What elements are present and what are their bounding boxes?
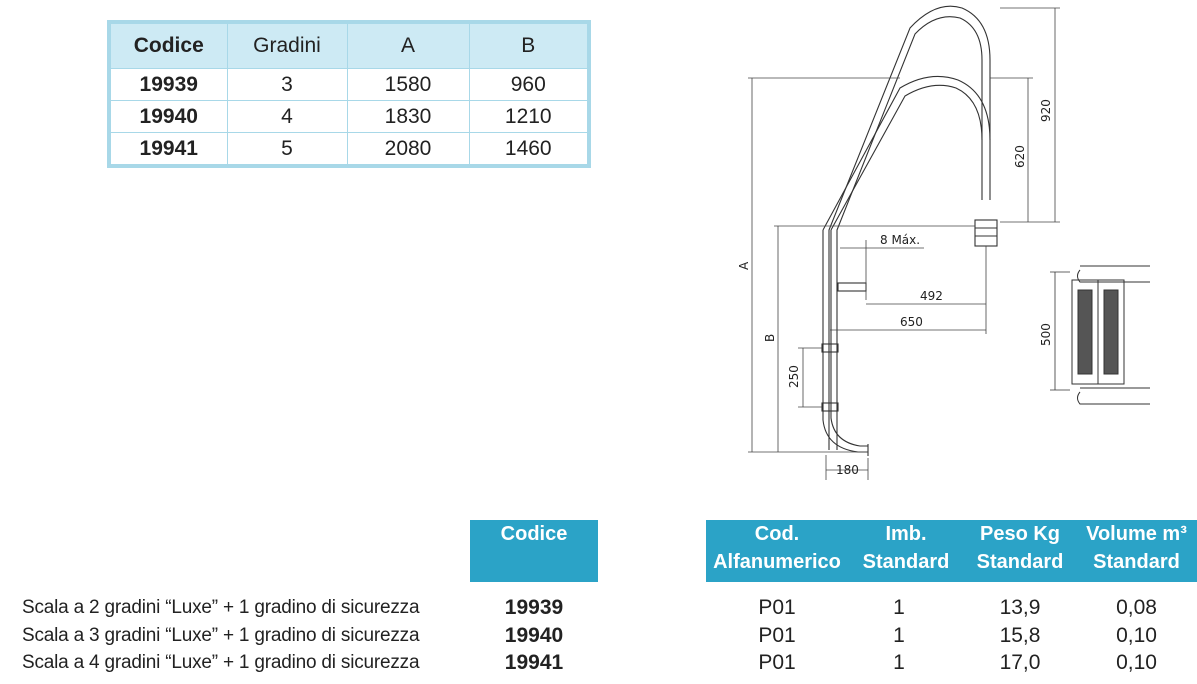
header-codice-text: Codice bbox=[500, 523, 568, 545]
dim-label-650: 650 bbox=[900, 315, 923, 329]
dimension-table-header: Codice Gradini A B bbox=[108, 21, 590, 69]
dim-label-500: 500 bbox=[1039, 323, 1053, 346]
header-imb-standard: Imb. Standard bbox=[848, 520, 964, 582]
row-volume: 0,08 bbox=[1116, 596, 1157, 619]
row-alfa: P01 bbox=[758, 624, 796, 647]
cell-a: 2080 bbox=[346, 132, 470, 167]
outer-handrail-inner-line bbox=[836, 16, 983, 450]
dim-label-620: 620 bbox=[1013, 145, 1027, 168]
row-peso: 13,9 bbox=[999, 596, 1041, 619]
step-detail-drawing bbox=[1050, 265, 1150, 405]
cell-b: 960 bbox=[468, 68, 590, 101]
step-bottom bbox=[821, 402, 839, 412]
cell-a: 1580 bbox=[346, 68, 470, 101]
ladder-technical-drawing: 920 620 8 Máx. A B 492 650 250 180 500 bbox=[737, 5, 1150, 480]
row-volume: 0,10 bbox=[1116, 624, 1157, 647]
row-alfa: P01 bbox=[758, 651, 796, 674]
cell-gradini: 3 bbox=[226, 68, 348, 101]
inner-handrail-line bbox=[822, 75, 991, 231]
dim-label-250: 250 bbox=[787, 365, 801, 388]
table-row: 19941 5 2080 1460 bbox=[108, 132, 590, 167]
cell-b: 1460 bbox=[468, 132, 590, 167]
anchor-flange bbox=[974, 219, 998, 247]
row-description: Scala a 2 gradini “Luxe” + 1 gradino di … bbox=[22, 597, 420, 618]
row-code: 19940 bbox=[504, 624, 564, 647]
header-volume-standard: Volume m³ Standard bbox=[1076, 520, 1197, 582]
row-description: Scala a 4 gradini “Luxe” + 1 gradino di … bbox=[22, 652, 420, 673]
dim-label-492: 492 bbox=[920, 289, 943, 303]
row-volume: 0,10 bbox=[1116, 651, 1157, 674]
cell-code: 19940 bbox=[108, 100, 228, 133]
step-top bbox=[837, 282, 867, 292]
row-code: 19939 bbox=[504, 596, 564, 619]
dim-label-8max: 8 Máx. bbox=[880, 233, 920, 247]
cell-b: 1210 bbox=[468, 100, 590, 133]
cell-a: 1830 bbox=[346, 100, 470, 133]
ladder-bottom-curve bbox=[822, 230, 868, 453]
row-peso: 17,0 bbox=[999, 651, 1041, 674]
row-alfa: P01 bbox=[758, 596, 796, 619]
dim-label-a: A bbox=[737, 261, 751, 270]
header-codice-box: Codice bbox=[470, 520, 598, 582]
cell-gradini: 4 bbox=[226, 100, 348, 133]
cell-code: 19941 bbox=[108, 132, 228, 167]
row-imb: 1 bbox=[893, 651, 905, 674]
cell-gradini: 5 bbox=[226, 132, 348, 167]
table-row: 19940 4 1830 1210 bbox=[108, 100, 590, 133]
dim-label-180: 180 bbox=[836, 463, 859, 477]
row-imb: 1 bbox=[893, 596, 905, 619]
header-b: B bbox=[468, 21, 590, 69]
ladder-bottom-curve-inner bbox=[830, 230, 868, 447]
row-description: Scala a 3 gradini “Luxe” + 1 gradino di … bbox=[22, 625, 420, 646]
header-cod-alfanumerico: Cod. Alfanumerico bbox=[706, 520, 848, 582]
table-row: 19939 3 1580 960 bbox=[108, 68, 590, 101]
outer-handrail-line bbox=[828, 5, 991, 450]
row-code: 19941 bbox=[504, 651, 564, 674]
row-peso: 15,8 bbox=[999, 624, 1041, 647]
dimension-table: Codice Gradini A B 19939 3 1580 960 1994… bbox=[107, 20, 591, 168]
header-peso-standard: Peso Kg Standard bbox=[964, 520, 1076, 582]
step-middle bbox=[821, 343, 839, 353]
dim-label-920: 920 bbox=[1039, 99, 1053, 122]
row-imb: 1 bbox=[893, 624, 905, 647]
inner-handrail-inner-line bbox=[830, 84, 983, 231]
dim-label-b: B bbox=[763, 334, 777, 342]
